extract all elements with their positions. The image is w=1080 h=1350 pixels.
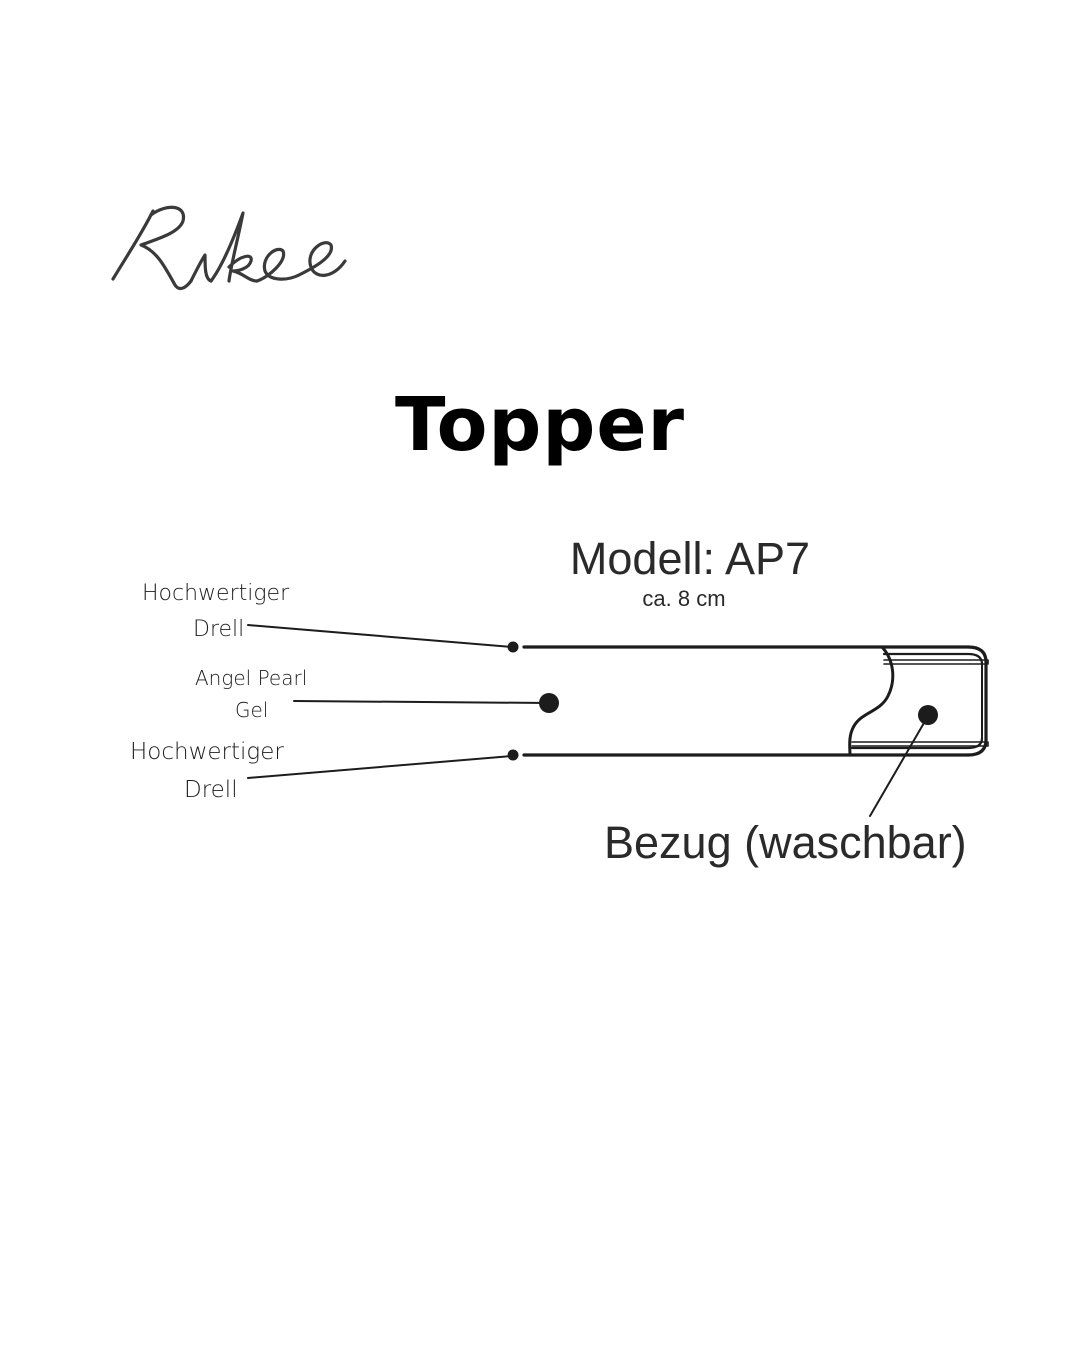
leader-line-cover [869,715,929,817]
leader-line-core [293,700,549,704]
label-top-layer-line2: Drell [193,617,245,642]
cover-inner-top-2 [883,659,989,665]
model-thickness: ca. 8 cm [642,586,726,611]
leader-line-top [247,624,513,648]
marker-bottom-layer [507,749,519,761]
cover-peel-edge [848,645,895,757]
cover-inner-top [882,652,984,666]
label-cover: Bezug (waschbar) [604,817,967,868]
label-core-layer-line1: Angel Pearl [195,666,308,690]
marker-top-layer [507,641,519,653]
marker-core-layer [539,693,559,713]
model-name: Modell: AP7 [569,533,811,584]
cover-outline-outer [966,645,988,757]
label-core-layer-line2: Gel [235,698,269,722]
marker-cover [918,705,938,725]
label-top-layer-line1: Hochwertiger [142,581,290,606]
rike-logo [111,205,347,291]
cover-inner-bottom [851,741,989,747]
leader-line-bottom [247,755,513,779]
cover-inner-bottom-2 [850,736,984,750]
label-bottom-layer-line1: Hochwertiger [130,739,284,765]
label-bottom-layer-line2: Drell [184,777,238,803]
page-title: Topper [394,382,686,468]
